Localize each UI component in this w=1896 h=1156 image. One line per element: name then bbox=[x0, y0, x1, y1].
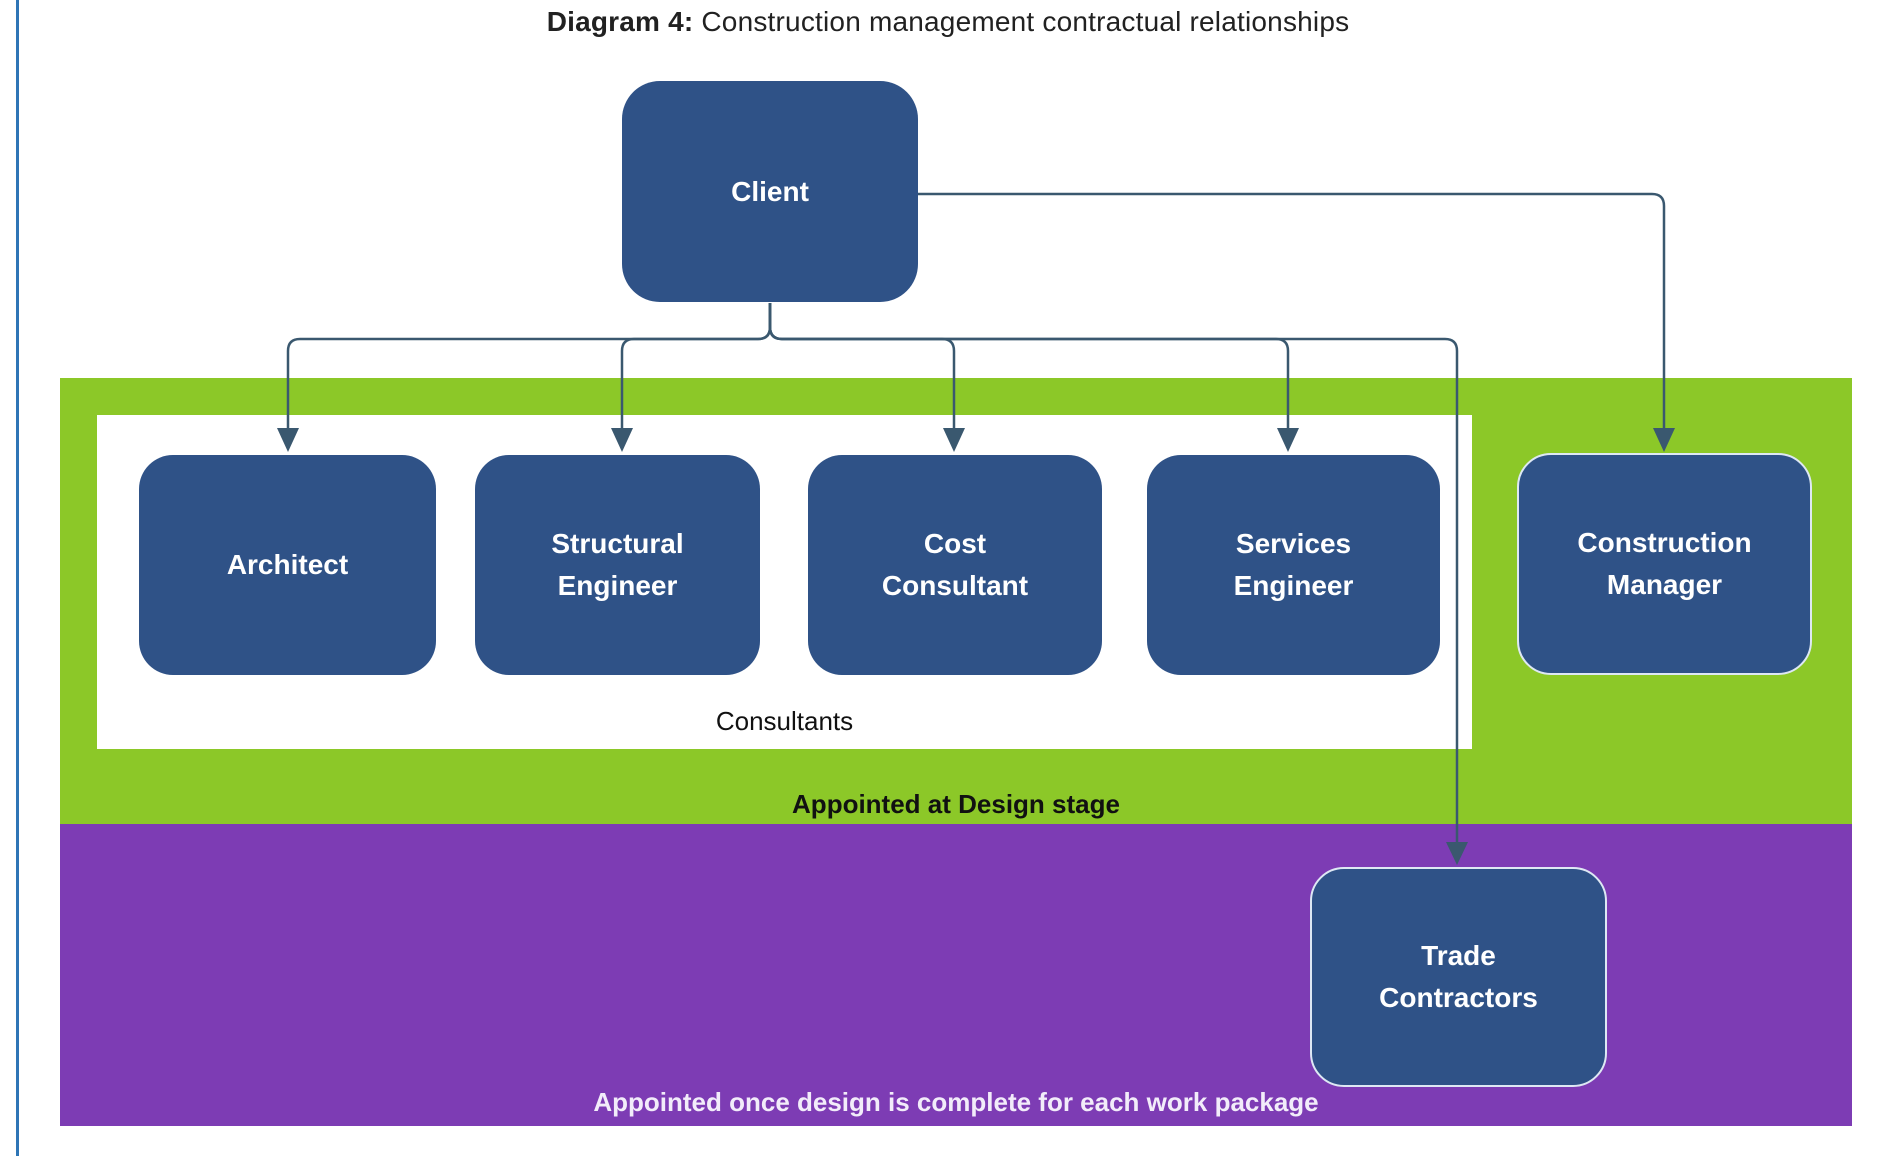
node-structural-engineer: Structural Engineer bbox=[475, 455, 760, 675]
consultants-group-label: Consultants bbox=[715, 706, 854, 736]
arrowhead-cost-consultant bbox=[943, 428, 965, 452]
node-cost-consultant: Cost Consultant bbox=[808, 455, 1102, 675]
node-trade-contractors: Trade Contractors bbox=[1310, 867, 1607, 1087]
connector-client-to-architect bbox=[286, 303, 772, 428]
node-construction-manager: Construction Manager bbox=[1517, 453, 1812, 675]
connector-client-to-construction-manager bbox=[918, 192, 1666, 428]
arrowhead-services-engineer bbox=[1277, 428, 1299, 452]
arrowhead-structural-engineer bbox=[611, 428, 633, 452]
page-left-border-rule bbox=[16, 0, 19, 1156]
node-architect: Architect bbox=[139, 455, 436, 675]
connector-client-to-trade-contractors bbox=[768, 303, 1459, 842]
node-cost-consultant-label: Cost Consultant bbox=[881, 528, 1029, 601]
design-stage-band-label: Appointed at Design stage bbox=[792, 789, 1120, 819]
node-construction-manager-label: Construction Manager bbox=[1577, 527, 1752, 600]
node-trade-contractors-label: Trade Contractors bbox=[1379, 940, 1538, 1013]
arrowhead-architect bbox=[277, 428, 299, 452]
node-client-label: Client bbox=[731, 175, 809, 207]
node-architect-label: Architect bbox=[226, 549, 349, 580]
node-services-engineer-label: Services Engineer bbox=[1233, 528, 1354, 601]
node-client: Client bbox=[622, 81, 918, 302]
diagram-title-number: Diagram 4: bbox=[546, 6, 694, 37]
arrowhead-construction-manager bbox=[1653, 428, 1675, 452]
diagram-title-text: Construction management contractual rela… bbox=[693, 6, 1350, 37]
node-services-engineer: Services Engineer bbox=[1147, 455, 1440, 675]
connector-client-to-services-engineer bbox=[768, 303, 1290, 428]
diagram-title: Diagram 4: Construction management contr… bbox=[0, 6, 1896, 38]
node-structural-engineer-label: Structural Engineer bbox=[551, 528, 684, 601]
work-package-band-label: Appointed once design is complete for ea… bbox=[593, 1087, 1319, 1117]
connector-client-to-structural-engineer bbox=[620, 303, 772, 428]
arrowhead-trade-contractors bbox=[1446, 842, 1468, 865]
connector-client-to-cost-consultant bbox=[768, 303, 956, 428]
